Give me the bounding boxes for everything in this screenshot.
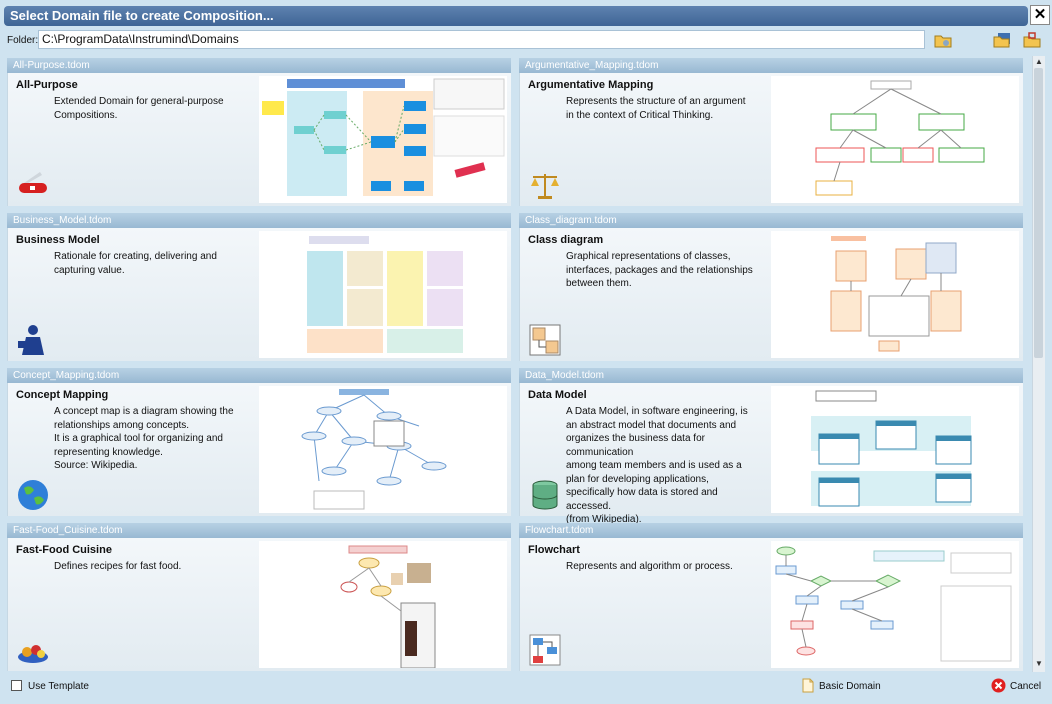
- domain-title: Argumentative Mapping: [528, 79, 654, 91]
- domain-file-name: Fast-Food_Cuisine.tdom: [7, 523, 511, 538]
- domain-title: Class diagram: [528, 234, 604, 246]
- window-title: Select Domain file to create Composition…: [4, 6, 1028, 26]
- database-icon: [532, 480, 558, 510]
- domain-title: Fast-Food Cuisine: [16, 544, 112, 556]
- domain-preview: [259, 386, 507, 513]
- folder-label: Folder:: [7, 35, 39, 46]
- close-button[interactable]: ✕: [1030, 5, 1050, 25]
- domain-preview: [771, 231, 1019, 358]
- domain-card[interactable]: Fast-Food_Cuisine.tdom Fast-Food Cuisine…: [7, 523, 511, 671]
- domain-card[interactable]: Class_diagram.tdom Class diagram Graphic…: [519, 213, 1023, 361]
- domain-title: Business Model: [16, 234, 100, 246]
- use-template-checkbox[interactable]: [11, 680, 22, 691]
- domain-card[interactable]: Business_Model.tdom Business Model Ratio…: [7, 213, 511, 361]
- domain-description: Defines recipes for fast food.: [54, 561, 182, 572]
- domain-card[interactable]: All-Purpose.tdom All-Purpose Extended Do…: [7, 58, 511, 206]
- basic-domain-button[interactable]: Basic Domain: [819, 681, 881, 692]
- use-template-label[interactable]: Use Template: [28, 681, 89, 692]
- scales-icon: [531, 174, 559, 199]
- domain-description: Rationale for creating, delivering and c…: [54, 251, 217, 276]
- scroll-up-arrow[interactable]: ▲: [1035, 57, 1043, 66]
- flowchart-icon: [529, 634, 561, 666]
- domain-title: Flowchart: [528, 544, 580, 556]
- domain-card[interactable]: Flowchart.tdom Flowchart Represents and …: [519, 523, 1023, 671]
- vertical-scrollbar[interactable]: ▲ ▼: [1032, 56, 1045, 672]
- domain-description: Represents and algorithm or process.: [566, 561, 733, 572]
- domain-preview: [259, 541, 507, 668]
- swiss-knife-icon: [19, 172, 47, 193]
- domain-file-name: Flowchart.tdom: [519, 523, 1023, 538]
- domain-card[interactable]: Argumentative_Mapping.tdom Argumentative…: [519, 58, 1023, 206]
- locked-folder-icon[interactable]: [1023, 32, 1041, 48]
- scroll-down-arrow[interactable]: ▼: [1035, 659, 1043, 668]
- domain-preview: [771, 541, 1019, 668]
- domain-title: Data Model: [528, 389, 587, 401]
- scrollbar-thumb[interactable]: [1034, 68, 1043, 358]
- globe-icon: [18, 480, 48, 510]
- basic-domain-icon[interactable]: [801, 678, 815, 693]
- domain-title: All-Purpose: [16, 79, 78, 91]
- domain-description: A Data Model, in software engineering, i…: [566, 406, 748, 525]
- domain-file-name: Business_Model.tdom: [7, 213, 511, 228]
- domain-preview: [259, 76, 507, 203]
- domain-title: Concept Mapping: [16, 389, 109, 401]
- domain-card[interactable]: Concept_Mapping.tdom Concept Mapping A c…: [7, 368, 511, 516]
- domain-description: Represents the structure of an argument …: [566, 96, 746, 121]
- food-tray-icon: [18, 645, 48, 663]
- domain-file-name: Class_diagram.tdom: [519, 213, 1023, 228]
- cancel-icon[interactable]: [991, 678, 1006, 693]
- domain-preview: [771, 386, 1019, 513]
- domain-file-name: Argumentative_Mapping.tdom: [519, 58, 1023, 73]
- domain-card[interactable]: Data_Model.tdom Data Model A Data Model,…: [519, 368, 1023, 525]
- domain-file-name: Data_Model.tdom: [519, 368, 1023, 383]
- domain-description: Extended Domain for general-purpose Comp…: [54, 96, 224, 121]
- save-folder-icon[interactable]: [993, 32, 1011, 48]
- open-folder-icon[interactable]: [934, 32, 952, 48]
- cancel-button[interactable]: Cancel: [1010, 681, 1042, 692]
- domain-description: A concept map is a diagram showing the r…: [54, 406, 234, 471]
- businessman-icon: [18, 325, 44, 355]
- domain-description: Graphical representations of classes, in…: [566, 251, 753, 289]
- class-diagram-icon: [529, 324, 561, 356]
- domain-file-name: All-Purpose.tdom: [7, 58, 511, 73]
- domain-list[interactable]: All-Purpose.tdom All-Purpose Extended Do…: [7, 56, 1031, 672]
- domain-file-name: Concept_Mapping.tdom: [7, 368, 511, 383]
- folder-path-field[interactable]: C:\ProgramData\Instrumind\Domains: [38, 30, 925, 49]
- domain-preview: [771, 76, 1019, 203]
- domain-preview: [259, 231, 507, 358]
